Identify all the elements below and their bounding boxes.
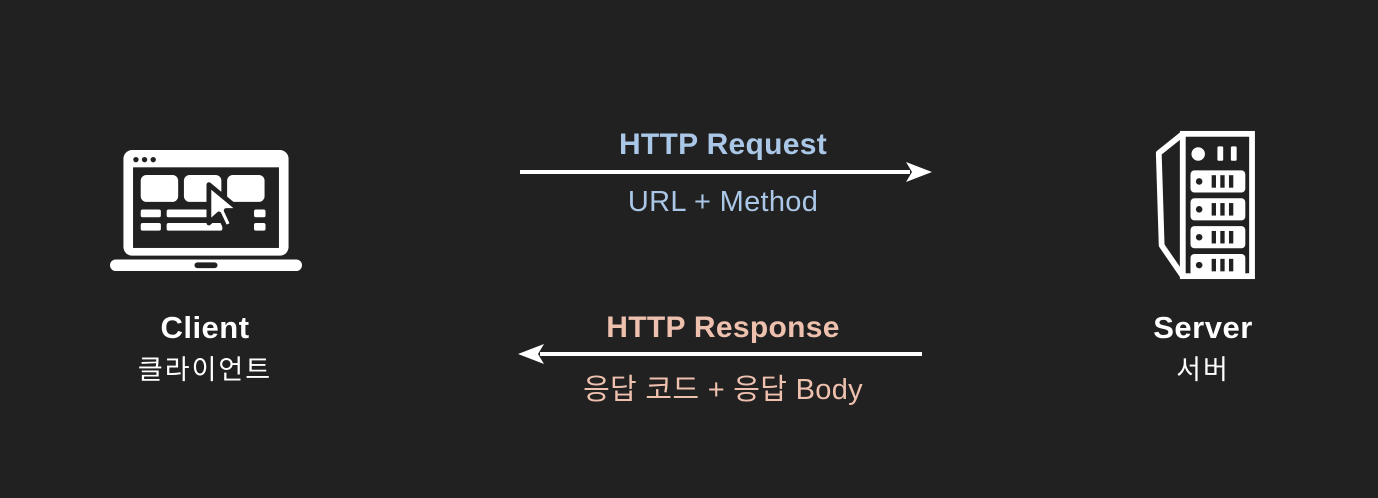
server-rack-icon [1150, 130, 1256, 280]
server-label-korean: 서버 [1176, 355, 1230, 385]
request-arrow-icon [520, 160, 932, 184]
server-label: Server [1153, 310, 1253, 345]
response-detail: 응답 코드 + 응답 Body [583, 374, 863, 406]
response-title: HTTP Response [606, 311, 840, 344]
response-arrow-icon [518, 342, 922, 366]
client-label: Client [160, 310, 250, 345]
client-label-korean: 클라이언트 [137, 355, 273, 385]
client-laptop-icon [110, 150, 302, 272]
request-title: HTTP Request [618, 128, 828, 161]
request-detail: URL + Method [627, 186, 819, 218]
